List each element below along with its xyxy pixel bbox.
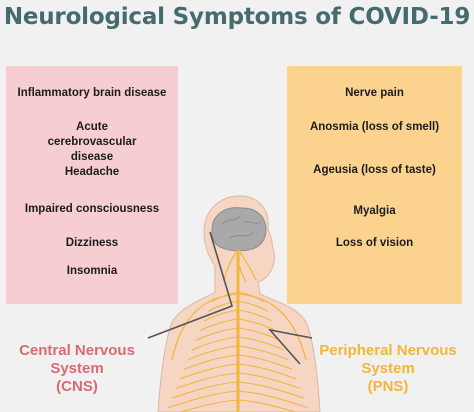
cns-symptoms-panel: Inflammatory brain disease Acute cerebro… [6,66,178,304]
nerve-branch [199,318,239,332]
cns-pointer-line [147,231,233,339]
nerve-branch [237,318,277,332]
cns-label-line: Central Nervous [19,342,135,359]
cns-symptom-item: Acute cerebrovascular disease [47,121,137,163]
cns-symptom-item: Inflammatory brain disease [17,87,167,99]
cns-symptom-item: Dizziness [65,237,119,249]
nerve-branch [183,354,239,370]
pns-symptom-item: Loss of vision [335,237,414,249]
nerve-branch [191,336,239,351]
pns-pointer-line [267,328,313,365]
pns-label-line: System [361,360,415,377]
nerve-branch [187,345,239,361]
nerve-branch [207,300,239,313]
nerve-branch [179,399,239,412]
pns-label-line: Peripheral Nervous [319,342,457,359]
nerve-branch [237,381,305,399]
nerve-branch [237,336,285,351]
nerve-branch [171,381,239,399]
pns-symptom-item: Myalgia [353,205,396,217]
nerve-branch [203,309,239,322]
cns-label-line: System [50,360,104,377]
cns-symptom-item: Headache [64,166,120,178]
nerve-branch [237,390,309,409]
peripheral-nerves [167,291,309,412]
nerve-branch [237,372,301,389]
pns-symptom-item: Nerve pain [345,87,404,99]
pns-symptoms-panel: Nerve pain Anosmia (loss of smell) Ageus… [287,66,462,304]
cns-symptom-item: Insomnia [66,265,118,277]
brain-shape [211,207,267,252]
cns-label: Central Nervous System (CNS) [4,342,150,396]
diagram-title: Neurological Symptoms of COVID-19 [3,4,471,30]
nerve-branch [237,300,269,313]
nerve-branch [237,354,293,370]
nerve-branch [237,363,297,380]
pns-label-line: (PNS) [367,378,409,395]
arm-nerve [237,293,307,361]
nerve-branch [237,345,289,361]
nerve-branch [237,309,273,322]
pns-symptom-item: Ageusia (loss of taste) [313,164,436,176]
nerve-branch [167,390,239,409]
nerve-branch [175,372,239,389]
pns-label: Peripheral Nervous System (PNS) [306,342,470,396]
cns-label-line: (CNS) [56,378,98,395]
nerve-branch [237,399,297,412]
nerve-branch [195,327,239,341]
nerve-branch [179,363,239,380]
pns-symptom-item: Anosmia (loss of smell) [309,121,440,133]
cns-symptom-item: Impaired consciousness [24,203,160,215]
